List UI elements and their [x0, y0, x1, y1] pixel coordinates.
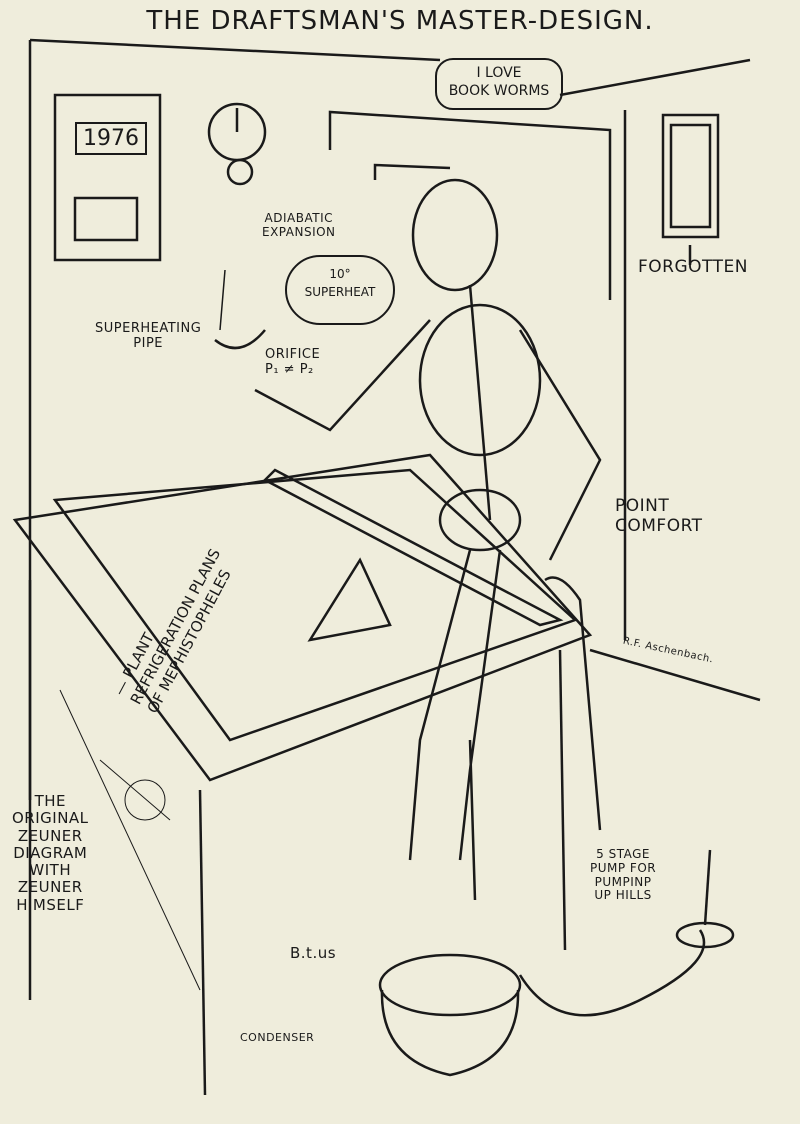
title: THE DRAFTSMAN'S MASTER-DESIGN.	[146, 6, 654, 36]
clock-icon	[207, 102, 267, 186]
pipe	[214, 269, 266, 350]
condenser-label: CONDENSER	[240, 1031, 315, 1044]
door-frame	[328, 110, 612, 300]
point-comfort-label: POINT COMFORT	[615, 496, 703, 536]
picture-frame	[661, 113, 720, 265]
pump-label: 5 STAGE PUMP FOR PUMPINP UP HILLS	[590, 847, 657, 903]
adiabatic-label: ADIABATIC EXPANSION	[262, 211, 336, 239]
condenser-pot	[378, 953, 522, 1077]
superheat-cloud: 10° SUPERHEAT	[285, 255, 395, 325]
snake	[518, 849, 735, 1017]
orifice-label: ORIFICE P₁ ≠ P₂	[265, 347, 321, 377]
forgotten-label: FORGOTTEN	[638, 257, 748, 277]
chair	[544, 576, 602, 831]
zeuner-label: THE ORIGINAL ZEUNER DIAGRAM WITH ZEUNER …	[12, 792, 89, 914]
calendar-year: 1976	[75, 122, 147, 155]
speech-bubble: I LOVE BOOK WORMS	[435, 58, 563, 110]
superheating-pipe-label: SUPERHEATING PIPE	[95, 321, 202, 351]
drawing-table	[12, 453, 593, 1096]
room-walls	[28, 38, 761, 1000]
cobweb	[59, 689, 201, 991]
btus-label: B.t.us	[290, 944, 337, 962]
wall-calendar	[53, 93, 162, 262]
